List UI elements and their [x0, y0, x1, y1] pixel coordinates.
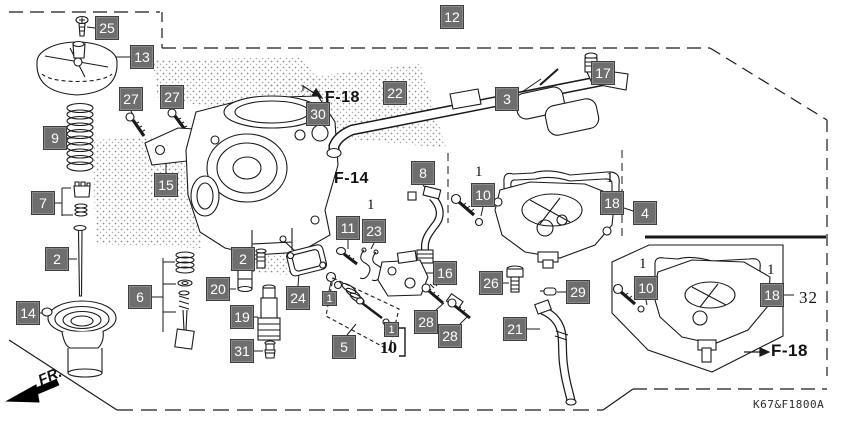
qty-marker-23: 1	[367, 197, 375, 213]
callout-2-a[interactable]: 2	[45, 247, 69, 271]
callout-31[interactable]: 31	[230, 339, 254, 363]
figure-border	[8, 11, 828, 411]
screw-10b-drawing	[612, 283, 645, 313]
callout-26[interactable]: 26	[479, 271, 503, 295]
screw-28a-drawing	[421, 283, 444, 305]
callout-15[interactable]: 15	[154, 173, 178, 197]
callout-11[interactable]: 11	[336, 216, 360, 240]
callout-27-a[interactable]: 27	[119, 87, 143, 111]
float-chamber-sub-drawing	[652, 259, 771, 363]
jet-2-drawing	[255, 248, 267, 269]
figure-code: K67&F1800A	[753, 398, 825, 411]
o-rings-1-drawing	[325, 271, 343, 290]
front-direction-arrow	[5, 378, 60, 403]
bolt-27a-drawing	[125, 112, 146, 137]
bolt-26-drawing	[506, 265, 524, 293]
callout-17[interactable]: 17	[591, 61, 615, 85]
callout-29[interactable]: 29	[566, 280, 590, 304]
callout-7[interactable]: 7	[31, 191, 55, 215]
callout-18-b[interactable]: 18	[760, 283, 784, 307]
callout-2-b[interactable]: 2	[231, 247, 255, 271]
subassembly-number-32: 32	[799, 288, 818, 307]
screw-28b-drawing	[447, 298, 471, 320]
qty-marker-18a: 1	[606, 170, 614, 186]
callout-10-b[interactable]: 10	[634, 276, 658, 300]
joint-29-drawing	[540, 287, 557, 296]
callout-9[interactable]: 9	[43, 126, 67, 150]
callout-18-a[interactable]: 18	[600, 191, 624, 215]
screw-10a-drawing	[450, 193, 484, 227]
callout-16[interactable]: 16	[433, 261, 457, 285]
figref-f14[interactable]: F-14	[334, 170, 369, 187]
callout-5[interactable]: 5	[332, 335, 356, 359]
callout-1-b[interactable]: 1	[384, 322, 399, 337]
qty-marker-10b: 1	[639, 256, 647, 272]
callout-6[interactable]: 6	[128, 285, 152, 309]
figref-f18-top[interactable]: F-18	[325, 89, 360, 106]
cover-set-3-drawing	[514, 68, 600, 136]
figref-f18-bottom[interactable]: F-18	[771, 341, 808, 360]
jet-needle-2-drawing	[73, 224, 87, 297]
callout-4[interactable]: 4	[633, 201, 657, 225]
carburetor-body-drawing	[185, 95, 339, 257]
chamber-top-cover-drawing	[36, 40, 118, 96]
screw-25-drawing	[75, 15, 89, 37]
qty-marker-18b: 1	[767, 262, 775, 278]
callout-1-a[interactable]: 1	[322, 291, 337, 306]
hose-8-drawing	[407, 185, 444, 264]
valve-set-5-drawing	[325, 277, 400, 351]
qty-marker-10a: 1	[475, 164, 483, 180]
needle-holder-7-drawing	[73, 181, 91, 217]
callout-25[interactable]: 25	[95, 16, 119, 40]
callout-10-a[interactable]: 10	[471, 183, 495, 207]
callout-3[interactable]: 3	[495, 87, 519, 111]
callout-21[interactable]: 21	[503, 317, 527, 341]
valve-cover-24-drawing	[286, 244, 328, 277]
callout-23[interactable]: 23	[362, 219, 386, 243]
callout-8[interactable]: 8	[411, 161, 435, 185]
part-number-10-text: 10	[380, 338, 397, 357]
subassembly-box	[611, 235, 826, 373]
pilot-screw-set-6-drawing	[174, 251, 195, 350]
callout-13[interactable]: 13	[130, 45, 154, 69]
callout-20[interactable]: 20	[206, 277, 230, 301]
plug-screw-31-drawing	[264, 340, 276, 359]
jet-holder-19-drawing	[257, 284, 281, 341]
callout-28-a[interactable]: 28	[414, 310, 438, 334]
callout-19[interactable]: 19	[230, 305, 254, 329]
callout-27-b[interactable]: 27	[160, 85, 184, 109]
callout-30[interactable]: 30	[306, 102, 330, 126]
screw-11-drawing	[335, 246, 358, 266]
diaphragm-14-drawing	[41, 300, 117, 378]
float-chamber-4-drawing	[493, 181, 616, 269]
callout-22[interactable]: 22	[383, 81, 407, 105]
callout-28-b[interactable]: 28	[438, 324, 462, 348]
callout-14[interactable]: 14	[16, 301, 40, 325]
spring-9-drawing	[66, 102, 94, 172]
callout-24[interactable]: 24	[286, 286, 310, 310]
callout-12[interactable]: 12	[440, 5, 464, 29]
drain-tube-21-drawing	[534, 299, 577, 406]
